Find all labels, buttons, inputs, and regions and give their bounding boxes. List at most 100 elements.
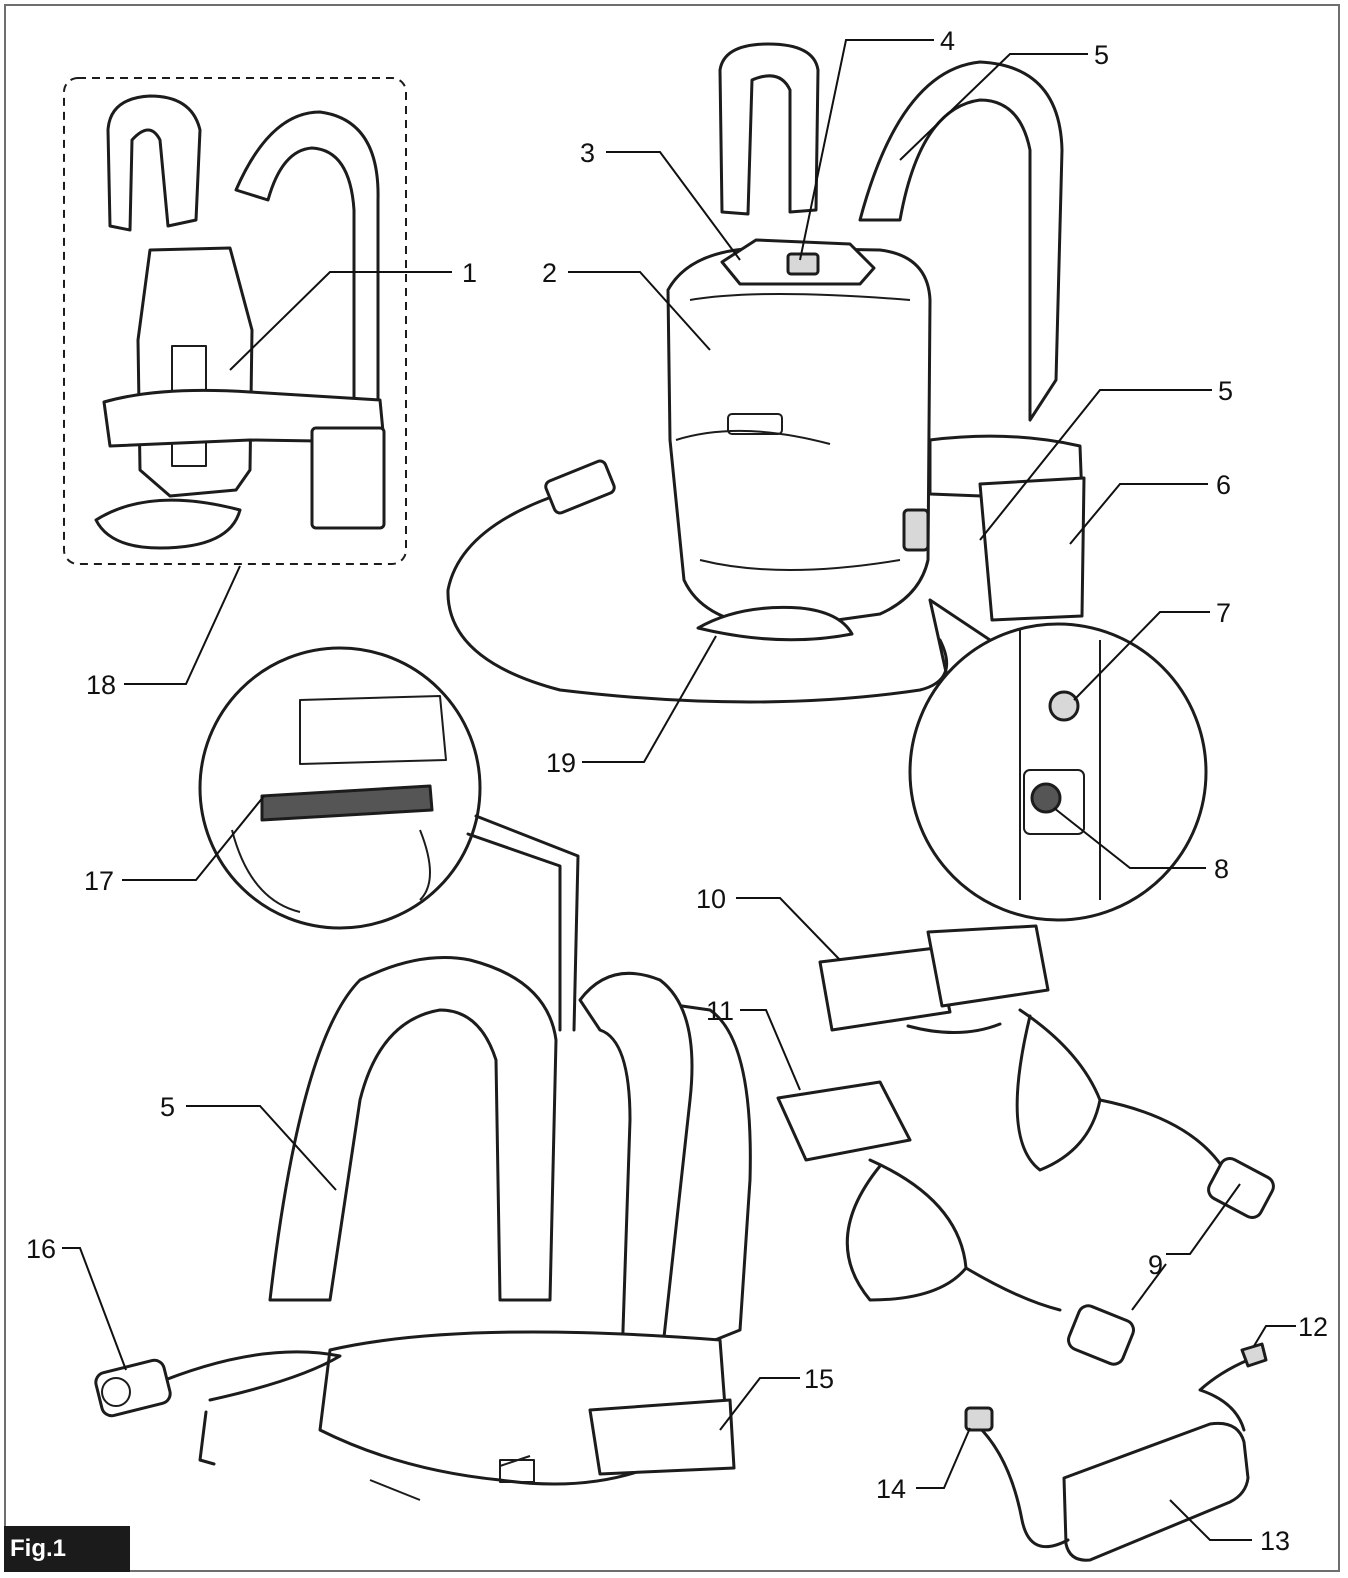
backpack-main xyxy=(446,42,1086,704)
backpack-facets xyxy=(675,293,911,571)
adapter-10-link xyxy=(906,1022,1002,1034)
leader-10 xyxy=(736,897,841,961)
dashed-inset-border xyxy=(63,77,407,565)
zoom-housing-edges xyxy=(1019,630,1101,900)
callout-2: 2 xyxy=(542,258,557,288)
callout-10: 10 xyxy=(696,884,726,914)
backpack-button xyxy=(786,252,820,276)
callout-labels: 1 2 3 4 5 5 5 6 7 8 9 9 10 11 12 13 14 1… xyxy=(26,26,1328,1556)
callout-19: 19 xyxy=(546,748,576,778)
rear-strap-end xyxy=(198,1410,216,1466)
inset-left-strap xyxy=(106,94,202,232)
inset-right-strap xyxy=(234,110,380,406)
leader-9a xyxy=(1166,1183,1241,1255)
callout-7: 7 xyxy=(1216,598,1231,628)
leader-5c xyxy=(186,1105,337,1191)
callout-8: 8 xyxy=(1214,854,1229,884)
callout-12: 12 xyxy=(1298,1312,1328,1342)
adapter-11 xyxy=(776,1080,912,1162)
rear-cable xyxy=(148,1350,342,1402)
charger-body-13 xyxy=(1062,1421,1250,1562)
leader-3 xyxy=(606,151,741,261)
rear-connector-face xyxy=(101,1377,131,1407)
leader-14 xyxy=(916,1427,971,1489)
adapter-10b xyxy=(926,924,1050,1008)
leader-18 xyxy=(124,565,241,685)
adapter-11-cable xyxy=(845,1158,1062,1312)
figure-frame xyxy=(4,4,1340,1572)
rear-harness-view xyxy=(94,956,752,1501)
callout-17: 17 xyxy=(84,866,114,896)
leader-5a xyxy=(899,53,1088,161)
leader-6 xyxy=(1069,483,1208,545)
backpack-foot xyxy=(696,605,854,642)
callout-4: 4 xyxy=(940,26,955,56)
callout-9: 9 xyxy=(1148,1250,1163,1280)
rear-right-strap xyxy=(578,971,694,1422)
main-left-strap xyxy=(718,42,820,216)
callout-6: 6 xyxy=(1216,470,1231,500)
buckle-strap-17 xyxy=(260,784,434,822)
rear-belt-pad-15 xyxy=(588,1398,736,1476)
rear-belt-buckle xyxy=(499,1459,535,1483)
callout-14: 14 xyxy=(876,1474,906,1504)
zoom-button-7 xyxy=(1048,690,1080,722)
backpack-body xyxy=(666,246,932,630)
charger xyxy=(964,1342,1268,1562)
rear-connector-16 xyxy=(94,1358,172,1418)
leader-17 xyxy=(122,795,265,881)
zoom-circle-border xyxy=(908,622,1208,922)
callout-16: 16 xyxy=(26,1234,56,1264)
main-cable xyxy=(446,492,949,704)
leader-19 xyxy=(582,635,717,763)
callout-15: 15 xyxy=(804,1364,834,1394)
leader-11 xyxy=(740,1009,801,1091)
adapter-11-plug xyxy=(1067,1304,1135,1366)
adapter-10-plug xyxy=(1207,1156,1275,1220)
callout-5-right: 5 xyxy=(1218,376,1233,406)
leader-2 xyxy=(568,271,711,351)
zoom-plug-8 xyxy=(1030,782,1062,814)
charger-connector-14 xyxy=(964,1406,994,1432)
callout-1: 1 xyxy=(462,258,477,288)
main-pouch xyxy=(978,476,1086,622)
leader-12 xyxy=(1253,1325,1296,1347)
leader-4 xyxy=(799,39,934,261)
leader-13 xyxy=(1169,1499,1252,1541)
main-cable-connector xyxy=(544,459,616,515)
harness-inset xyxy=(63,77,407,565)
callout-18: 18 xyxy=(86,670,116,700)
buckle-frame-top xyxy=(299,695,447,765)
leader-5b xyxy=(979,389,1212,541)
figure-tag: Fig.1 xyxy=(4,1526,130,1572)
callout-3: 3 xyxy=(580,138,595,168)
buckle-circle-border xyxy=(198,646,482,930)
charger-plug-12 xyxy=(1240,1342,1268,1368)
inset-pouch xyxy=(310,426,386,530)
leader-8 xyxy=(1053,807,1206,869)
rear-left-strap xyxy=(268,956,558,1302)
zoom-socket-frame xyxy=(1023,769,1085,835)
buckle-zoom-circle xyxy=(198,646,580,1032)
buckle-zoom-pointer xyxy=(466,814,580,1032)
battery-adapters xyxy=(776,924,1275,1366)
leader-7 xyxy=(1073,611,1210,701)
callout-5-top: 5 xyxy=(1094,40,1109,70)
inset-back-plate xyxy=(136,246,254,498)
leader-lines xyxy=(62,39,1296,1541)
backpack-badge xyxy=(727,413,783,435)
callout-13: 13 xyxy=(1260,1526,1290,1556)
adapter-10a xyxy=(818,946,952,1032)
zoom-pointer xyxy=(928,598,992,674)
callout-11: 11 xyxy=(706,996,734,1026)
callout-5-rear: 5 xyxy=(160,1092,175,1122)
adapter-10-cable xyxy=(1015,1008,1232,1182)
charger-dc-cord xyxy=(974,1422,1070,1549)
inset-bottom-loop xyxy=(94,498,242,550)
leader-1 xyxy=(229,271,452,371)
leader-9b xyxy=(1131,1263,1167,1311)
backpack-side-port xyxy=(902,508,930,552)
leader-15 xyxy=(719,1377,800,1431)
